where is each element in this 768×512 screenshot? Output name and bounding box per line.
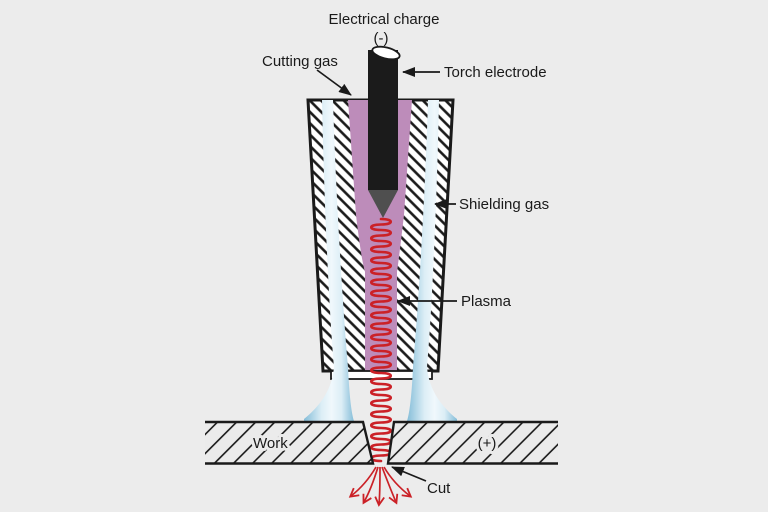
cutting-gas-arrow (316, 69, 352, 96)
cutting-gas-label: Cutting gas (262, 53, 338, 70)
positive-polarity-label: (+) (478, 435, 497, 452)
shielding-gas-stream-left (304, 100, 354, 421)
workpiece-left (205, 422, 373, 464)
electrical-charge-label: Electrical charge (329, 11, 440, 28)
plasma-coil (369, 217, 393, 463)
negative-polarity-label: (-) (374, 30, 389, 47)
electrode-body (368, 50, 398, 190)
label-arrows (316, 67, 457, 482)
torch-electrode-label: Torch electrode (444, 64, 547, 81)
workpiece-right-outline (386, 420, 558, 465)
spray-arrow (348, 466, 377, 498)
workpiece-right (388, 422, 558, 464)
spray-arrow (381, 466, 399, 505)
shielding-gas-label: Shielding gas (459, 196, 549, 213)
electrode-tip (368, 190, 398, 218)
shielding-gas-stream-right (407, 100, 457, 421)
electrode-top-face (371, 45, 401, 61)
cut-spray-arrows (348, 466, 413, 507)
cut-arrow (391, 466, 427, 482)
spray-arrow (362, 466, 379, 505)
spray-arrow (374, 466, 385, 507)
plasma-label: Plasma (461, 293, 512, 310)
workpiece-left-outline (205, 420, 375, 465)
workpiece (205, 420, 558, 465)
spray-arrow (383, 466, 413, 498)
cut-label: Cut (427, 480, 451, 497)
work-label: Work (253, 435, 288, 452)
torch-electrode (368, 45, 401, 218)
